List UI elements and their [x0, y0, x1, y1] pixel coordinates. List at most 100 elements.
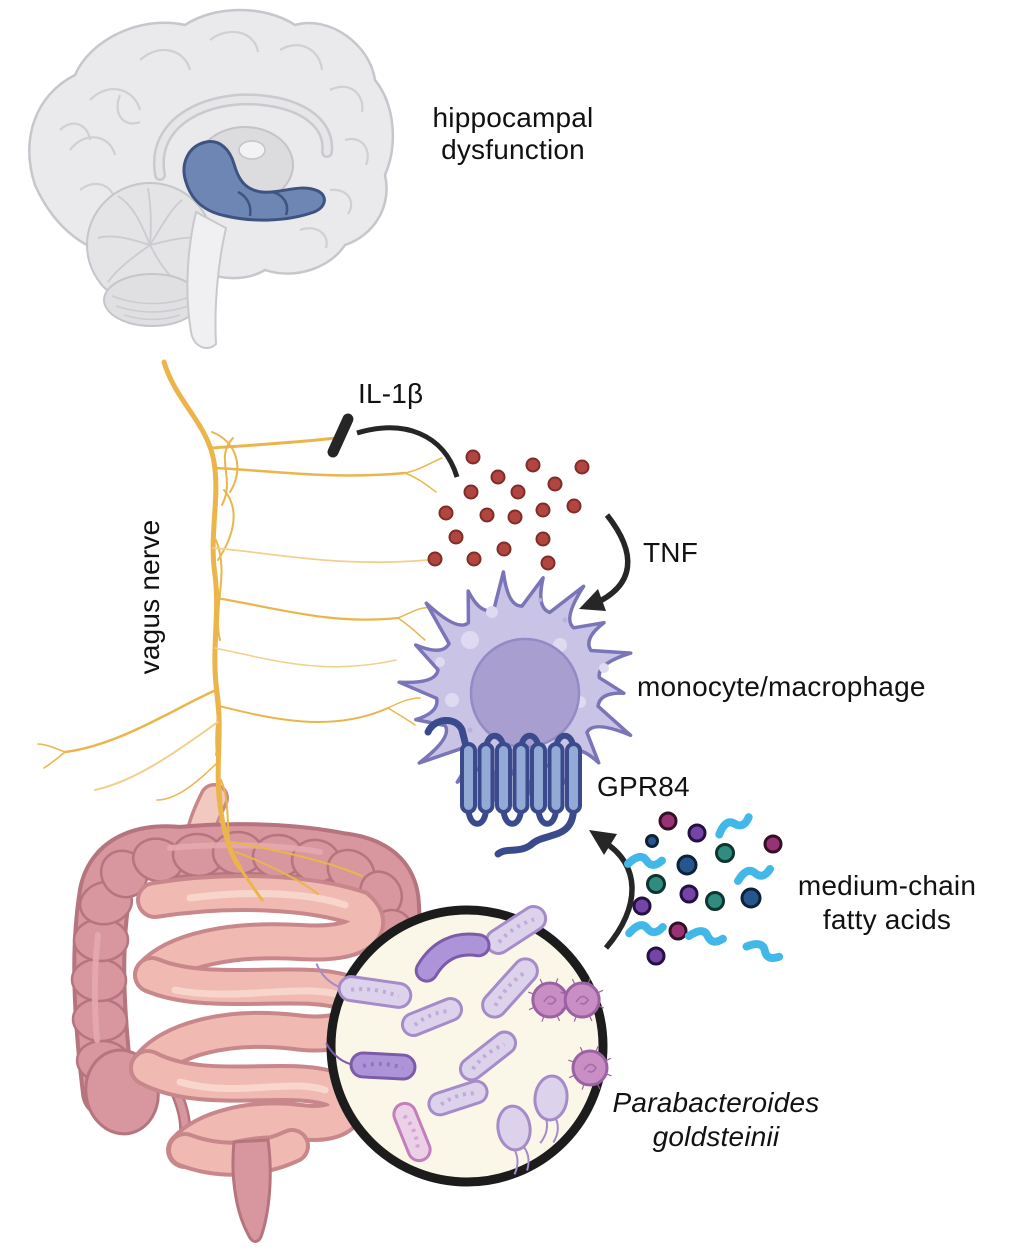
- cytokine-dot: [535, 502, 551, 518]
- thalamus-nucleus: [238, 140, 266, 160]
- cytokine-dot: [490, 469, 506, 485]
- cytokine-dot: [574, 459, 590, 475]
- bacterium-coccus-body: [571, 1049, 609, 1087]
- vagus-branches-left: [37, 688, 221, 801]
- label-il1b: IL-1β: [358, 378, 424, 409]
- corpus-callosum-highlight: [155, 95, 331, 179]
- cytokine-dot: [525, 457, 541, 473]
- label-vagus-nerve: vagus nerve: [134, 519, 165, 675]
- small-intestine-highlights: [171, 890, 349, 1094]
- mcfa-purple-molecule: [632, 896, 652, 916]
- cytokine-dot: [479, 507, 495, 523]
- mcfa-navy-molecule: [740, 887, 762, 909]
- cytokine-dot: [463, 484, 479, 500]
- label-mcfa-line2: fatty acids: [822, 904, 952, 935]
- brainstem-shape: [186, 210, 228, 349]
- bacterium-coccus-swirl: [543, 995, 557, 1005]
- label-medium-chain-fatty-acids: medium-chain fatty acids: [777, 869, 997, 937]
- receptor-helix: [530, 742, 547, 814]
- label-hippocampal-dysfunction: hippocampal dysfunction: [403, 102, 623, 166]
- bacterium-pilus: [568, 1074, 575, 1079]
- receptor-helix: [477, 742, 495, 814]
- label-parabacteroides-line1: Parabacteroides: [612, 1087, 820, 1118]
- mcfa-squiggle-molecule: [684, 927, 727, 946]
- label-parabacteroides-line2: goldsteinii: [652, 1121, 780, 1152]
- bacterium-coccus-body: [563, 981, 601, 1019]
- label-tnf: TNF: [643, 537, 699, 568]
- vagus-nerve-illustration: [37, 359, 443, 902]
- bacterium-coccus-body: [531, 981, 569, 1019]
- mcfa-arrow-curve: [602, 839, 635, 950]
- cytokine-dot: [566, 498, 582, 514]
- brain-gyri-lines: [59, 30, 369, 249]
- bacterium-rod-body: [481, 957, 539, 1019]
- cytokine-dot: [496, 541, 512, 557]
- bacterium-pilus: [555, 978, 559, 985]
- receptor-helix: [512, 742, 530, 814]
- bacterium-pilus: [573, 1015, 577, 1022]
- bacterium-rod: [481, 957, 539, 1019]
- mcfa-purple-molecule: [679, 884, 699, 904]
- bacterium-pilus: [587, 978, 591, 985]
- bacterium-texture: [493, 969, 528, 1007]
- label-parabacteroides-goldsteinii: Parabacteroides goldsteinii: [606, 1086, 826, 1154]
- bacterium-texture: [350, 987, 400, 999]
- macrophage-nucleus: [469, 637, 581, 749]
- bacterium-oval-flag: [533, 1074, 569, 1144]
- cerebellum-tonsil-shape: [103, 273, 201, 327]
- mcfa-squiggle-molecule: [623, 852, 666, 869]
- bacterium-rod-body: [349, 1051, 417, 1081]
- bacterium-pilus: [556, 1015, 561, 1022]
- cytokine-dot: [507, 509, 523, 525]
- mcfa-arrowhead: [589, 830, 617, 855]
- mcfa-magenta-molecule: [763, 834, 783, 854]
- label-mcfa-line1: medium-chain: [797, 870, 977, 901]
- brain-illustration: [28, 8, 395, 349]
- cytokine-dot: [547, 476, 563, 492]
- mcfa-molecules: [623, 811, 784, 966]
- bacterium-pilus: [571, 978, 576, 985]
- receptor-helices: [460, 742, 582, 814]
- hippocampus-lobe-lines: [237, 190, 289, 217]
- bacteria-illustration: [315, 905, 612, 1175]
- vagus-branches-gut: [231, 841, 363, 902]
- cytokine-dot: [438, 505, 454, 521]
- receptor-helix: [547, 742, 565, 814]
- receptor-helix: [495, 742, 512, 814]
- mcfa-teal-molecule: [705, 891, 725, 911]
- bacterium-rod-body: [337, 975, 413, 1009]
- cerebellum-tonsil-lines: [111, 295, 193, 321]
- bacterium-oval-body: [496, 1104, 532, 1152]
- bacterium-rod-curved: [414, 932, 491, 983]
- bacterium-curved-body: [417, 935, 488, 980]
- bacterium-oval-body: [533, 1074, 569, 1122]
- bacterium-coccus-swirl: [575, 995, 590, 1005]
- mcfa-squiggle-molecule: [742, 940, 784, 962]
- bacterium-cocci-pair: [528, 978, 604, 1022]
- bacterium-rod-dark: [325, 1042, 417, 1081]
- bacterium-pilus: [528, 1006, 535, 1011]
- label-hippocampal-line1: hippocampal: [432, 102, 594, 133]
- bacterium-rod: [400, 997, 464, 1037]
- label-hippocampal-line2: dysfunction: [441, 134, 585, 165]
- mcfa-squiggle-molecule: [625, 921, 667, 938]
- bacterium-pilus: [597, 1005, 604, 1009]
- bacterium-pilus: [588, 1015, 593, 1022]
- bacterium-flagellum: [315, 963, 340, 988]
- gpr84-receptor-illustration: [424, 717, 582, 858]
- label-monocyte-macrophage: monocyte/macrophage: [637, 671, 926, 702]
- cytokine-dot: [466, 551, 482, 567]
- bacterium-pilus: [528, 991, 535, 995]
- bacterium-pilus: [560, 991, 567, 995]
- bacterium-rod: [427, 1079, 489, 1117]
- bacterium-pilus: [581, 1083, 585, 1090]
- bacterium-texture: [440, 1091, 476, 1107]
- hippocampus-shape: [182, 140, 326, 222]
- mcfa-magenta-molecule: [668, 921, 688, 941]
- mcfa-teal-molecule: [715, 843, 735, 863]
- inhibition-arrow: [327, 413, 460, 478]
- bacterium-pilus: [568, 1059, 575, 1063]
- bacterium-coccus-swirl: [583, 1063, 597, 1073]
- bacterium-pilus: [561, 1006, 567, 1011]
